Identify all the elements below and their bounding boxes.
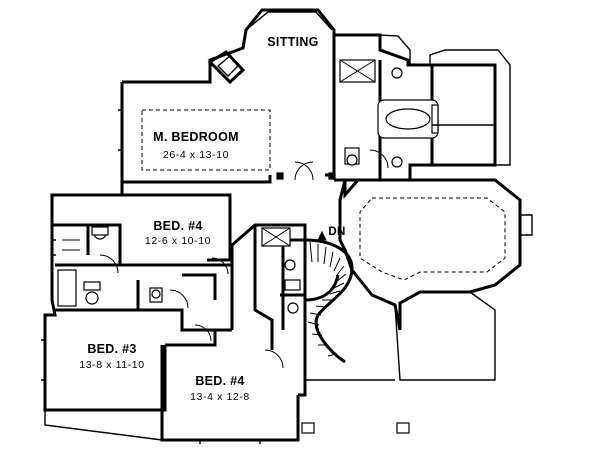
room-label-bed4-upper: BED. #4: [153, 219, 203, 233]
master-bath-fixtures: [276, 59, 495, 181]
room-dims-bed4-upper: 12-6 x 10-10: [144, 235, 212, 247]
room-dims-bed3: 13-8 x 11-10: [79, 359, 145, 371]
window-marks: [41, 109, 261, 444]
room-label-master-bedroom: M. BEDROOM: [153, 130, 239, 144]
room-dims-master-bedroom: 26-4 x 13-10: [162, 149, 230, 161]
room-dims-bed4-lower: 13-4 x 12-8: [190, 391, 250, 403]
spiral-stair: [304, 230, 354, 364]
fireplace-icon: [207, 50, 246, 85]
room-label-bed4-lower: BED. #4: [195, 374, 245, 388]
left-bath-fixtures: [57, 226, 284, 369]
balcony-edges: [44, 379, 410, 441]
stair-direction-label: DN: [328, 226, 346, 238]
center-bath-fixtures: [261, 227, 301, 314]
room-label-sitting: SITTING: [267, 35, 319, 49]
master-tray-ceiling: [141, 109, 271, 171]
open-to-below: [338, 178, 533, 381]
sitting-bay-window: [245, 11, 333, 31]
exterior-walls: [43, 8, 511, 442]
room-label-bed3: BED. #3: [87, 342, 137, 356]
